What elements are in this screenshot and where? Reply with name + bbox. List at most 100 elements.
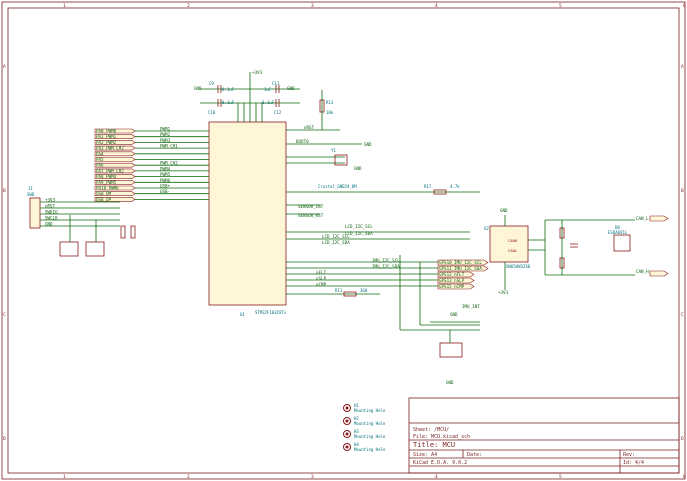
mcu-ref: U1 — [240, 312, 245, 317]
connector-value: SWD — [27, 192, 35, 197]
mcu-left-inner-net: USB+ — [160, 184, 171, 189]
mcu-left-inner-net: PWM_CH1 — [160, 144, 178, 149]
mcu-left-net: PA4 — [96, 151, 104, 156]
frame-col-label: 5 — [559, 3, 562, 9]
r17-val: 4.7k — [450, 184, 460, 189]
mounting-hole-ref: H1 — [354, 403, 359, 408]
gnd-boot: GND — [364, 142, 372, 147]
title-block: Sheet: /MCU/ File: MCU.kicad_sch Title: … — [408, 397, 680, 474]
sensor-int-label: SENSOR_INT — [298, 204, 324, 209]
mcu-left-net: PA8_PWM4 — [96, 174, 117, 179]
tb-tool: KiCad E.D.A. 9.0.2 — [413, 460, 467, 466]
mcu-left-inner-net: PWM6 — [160, 178, 171, 183]
frame-row-label: B — [3, 188, 6, 194]
imu-sda-label: IMU_I2C_SDA — [372, 264, 400, 269]
crystal-value: Crystal_GND24_8M — [318, 184, 357, 189]
cap-c10-ref: C10 — [208, 110, 216, 115]
frame-col-label: 3 — [311, 3, 314, 9]
frame-col-label: 1 — [63, 3, 66, 9]
mcu-left-inner-net: PWM_CH2 — [160, 161, 178, 166]
frame-col-label-bottom: 5 — [559, 474, 562, 480]
frame-row-label-right: C — [681, 312, 684, 318]
gnd-crystal: GND — [354, 166, 362, 171]
can-value: SN65HVD230 — [506, 264, 531, 269]
mcu-left-net: USB_DM — [96, 191, 112, 196]
sensor-rst-label: SENSOR_RST — [298, 213, 324, 218]
cap-c12-ref: C12 — [274, 110, 282, 115]
cap-c12-val: 0.1uF — [262, 100, 275, 105]
frame-row-label-right: D — [681, 436, 684, 442]
swd-pin-label: SWCLK — [45, 215, 58, 220]
cap-c11-ref: C11 — [272, 81, 280, 86]
frame-col-label-bottom: 6 — [683, 474, 686, 480]
tb-file: File: MCU.kicad_sch — [413, 434, 470, 440]
frame-col-label-bottom: 4 — [435, 474, 438, 480]
tb-size: Size: A4 — [413, 452, 437, 458]
tb-id: Id: 4/4 — [623, 460, 644, 466]
swd-pin-label: nRST — [45, 203, 56, 208]
right-bus-wires: SENSOR_INT SENSOR_RST LCD_I2C_SCL LCD_I2… — [286, 184, 489, 331]
mounting-hole-label: Mounting Hole — [354, 421, 386, 426]
nflt-label: nFLT — [316, 270, 327, 275]
frame-row-label: D — [3, 436, 6, 442]
lcd-sda-label: LCD_I2C_SDA — [322, 240, 350, 245]
esd-value: ESDA6V1L — [608, 230, 628, 235]
mcu-left-net: PA1_PWM1 — [96, 134, 117, 139]
frame-col-label: 4 — [435, 3, 438, 9]
cap-c10-val: 0.1uF — [222, 100, 235, 105]
mcu-left-net: PA9_PWM5 — [96, 180, 117, 185]
frame-col-label-bottom: 2 — [187, 474, 190, 480]
nrst-label: nRST — [304, 125, 315, 130]
can-h-out: CAN_H — [636, 269, 649, 274]
mcu-symbol[interactable]: STM32F103C8Tx U1 — [208, 121, 287, 317]
cap-c9-ref: C9 — [209, 81, 214, 86]
swd-pin-label: GND — [45, 221, 53, 226]
gnd-can: GND — [500, 208, 508, 213]
mcu-left-inner-net: USB- — [160, 189, 170, 194]
mcu-left-net: PA5 — [96, 157, 104, 162]
can-l-out: CAN_L — [636, 216, 649, 221]
imu-int-label: IMU_INT — [462, 304, 480, 309]
mounting-hole-ref: H3 — [354, 429, 359, 434]
can-ref: U2 — [484, 226, 489, 231]
mounting-hole-label: Mounting Hole — [354, 434, 386, 439]
gnd-label-top-right: GND — [287, 86, 295, 91]
swd-pin-label: +3V3 — [45, 197, 56, 202]
glabel-g-cmp: GPS15_nCMP — [439, 284, 465, 289]
gnd-label-top-left: GND — [194, 86, 202, 91]
tb-date: Date: — [467, 452, 482, 458]
imu-scl-label: IMU_I2C_SCL — [372, 258, 400, 263]
frame-col-label: 2 — [187, 3, 190, 9]
can-canl-pin: CANL — [508, 248, 518, 253]
r11-val: 360 — [360, 288, 368, 293]
mcu-value: STM32F103C8Tx — [255, 310, 287, 315]
mcu-left-net: PA6 — [96, 163, 104, 168]
nslp-label: nSLP — [316, 276, 327, 281]
mounting-hole-ref: H2 — [354, 416, 359, 421]
frame-row-label-right: A — [681, 64, 684, 70]
cap-c11-val: 1uF — [264, 87, 272, 92]
decoupling-group: C9 0.1uF C11 1uF C10 0.1uF C12 0.1uF GND… — [194, 70, 300, 122]
mounting-hole-label: Mounting Hole — [354, 447, 386, 452]
i2c-sda-label: LCD_I2C_SDA — [345, 231, 373, 236]
tb-rev: Rev: — [623, 452, 635, 458]
mcu-left-net: USB_DP — [96, 197, 112, 202]
r13-val: 10k — [326, 110, 334, 115]
p3v3-label-top: +3V3 — [252, 70, 263, 75]
can-transceiver[interactable]: U2 SN65HVD230 CANH CANL D8 ESDA6V1L CAN_… — [484, 208, 669, 295]
glabel-g-slp: GPS13_nSLP — [439, 278, 465, 283]
lcd-scl-label: LCD_I2C_SCL — [322, 234, 350, 239]
i2c-scl-label: LCD_I2C_SCL — [345, 224, 373, 229]
tb-sheet: Sheet: /MCU/ — [413, 427, 449, 433]
mcu-left-net: PA2_PWM2 — [96, 140, 117, 145]
frame-row-label-right: B — [681, 188, 684, 194]
frame-col-label-bottom: 3 — [311, 474, 314, 480]
gnd-lower: GND — [446, 380, 454, 385]
inner-frame — [7, 7, 680, 474]
esd-ref: D8 — [615, 225, 620, 230]
mounting-hole-label: Mounting Hole — [354, 408, 386, 413]
